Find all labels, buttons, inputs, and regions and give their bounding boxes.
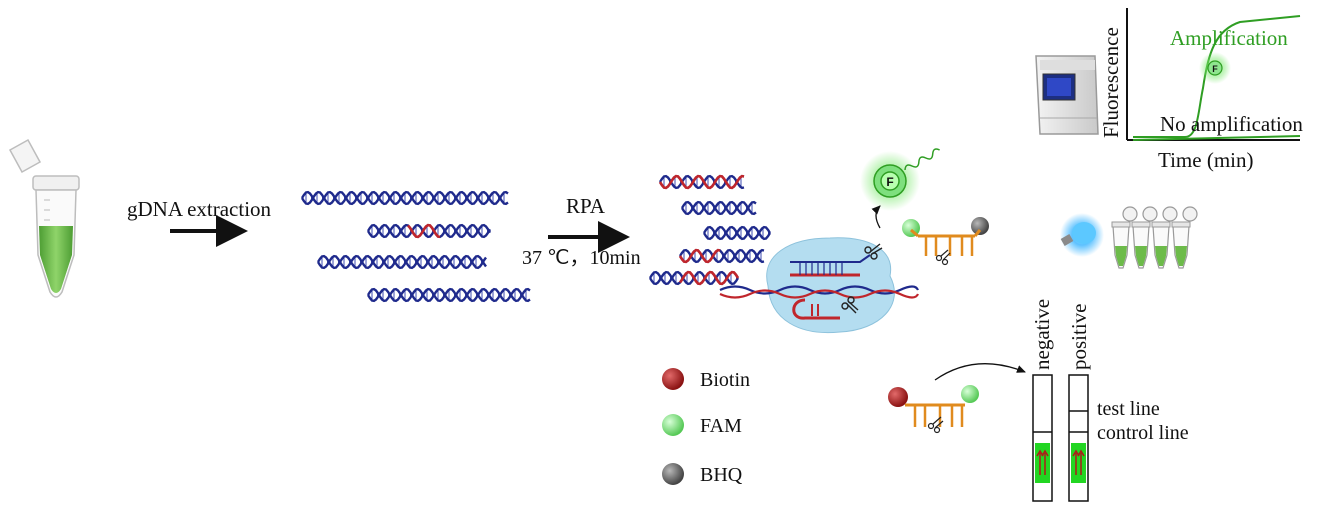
amplification-label: Amplification bbox=[1170, 26, 1288, 50]
pcr-tube bbox=[1151, 206, 1178, 269]
dna-helix bbox=[680, 200, 757, 216]
lateral-flow-strips: negative positive test line control line bbox=[1030, 299, 1189, 502]
legend-label-biotin: Biotin bbox=[700, 369, 750, 391]
plot-ylabel: Fluorescence bbox=[1099, 27, 1123, 138]
dna-helix bbox=[300, 190, 509, 206]
extraction-label: gDNA extraction bbox=[127, 197, 272, 221]
legend-item-bhq: BHQ bbox=[662, 463, 743, 486]
dna-helix bbox=[366, 223, 492, 239]
fam-badge-label: F bbox=[886, 175, 893, 189]
strip-negative bbox=[1032, 374, 1053, 502]
control-line-label: control line bbox=[1097, 422, 1189, 444]
fam-marker-icon bbox=[662, 414, 684, 436]
dna-helix bbox=[366, 287, 531, 303]
strip-positive-label: positive bbox=[1067, 304, 1091, 371]
qpcr-instrument-icon bbox=[1035, 55, 1099, 135]
strip-positive bbox=[1068, 374, 1089, 502]
lateral-flow-probe-icon bbox=[888, 363, 1026, 434]
pcr-tube-strip-icon bbox=[1111, 206, 1198, 269]
biotin-marker-icon bbox=[662, 368, 684, 390]
fluorescent-probe-icon bbox=[902, 217, 989, 266]
legend-item-biotin: Biotin bbox=[662, 368, 750, 391]
dna-helix bbox=[648, 270, 740, 286]
legend-item-fam: FAM bbox=[662, 414, 742, 437]
no-amplification-label: No amplification bbox=[1160, 112, 1303, 136]
dna-helix bbox=[658, 174, 745, 190]
sample-tube-icon bbox=[8, 138, 80, 298]
blue-light-bulb-icon bbox=[1060, 213, 1104, 257]
fluorescence-plot: Fluorescence Time (min) Amplification No… bbox=[1099, 8, 1303, 172]
dna-helix bbox=[678, 248, 765, 264]
strip-negative-label: negative bbox=[1030, 299, 1054, 370]
fluorescent-reporter: F bbox=[860, 148, 940, 229]
amplified-dna-strands bbox=[648, 174, 772, 286]
rpa-label: RPA bbox=[566, 194, 606, 218]
legend-label-fam: FAM bbox=[700, 415, 742, 437]
cas-complex-icon bbox=[719, 237, 920, 334]
dna-helix bbox=[702, 225, 772, 241]
amplification-curve bbox=[1133, 15, 1301, 138]
test-line-label: test line bbox=[1097, 398, 1160, 420]
plot-fam-badge: F bbox=[1212, 64, 1218, 74]
bhq-marker-icon bbox=[662, 463, 684, 485]
dna-helix bbox=[316, 254, 487, 270]
pcr-tube bbox=[1111, 206, 1138, 269]
legend-label-bhq: BHQ bbox=[700, 464, 743, 486]
plot-xlabel: Time (min) bbox=[1158, 148, 1253, 172]
pcr-tube bbox=[1171, 206, 1198, 269]
legend: Biotin FAM BHQ bbox=[662, 368, 750, 486]
pcr-tube bbox=[1131, 206, 1158, 269]
no-amplification-curve bbox=[1132, 135, 1301, 141]
rpa-condition-label: 37 ℃，10min bbox=[522, 247, 641, 269]
genomic-dna-strands bbox=[300, 190, 531, 303]
